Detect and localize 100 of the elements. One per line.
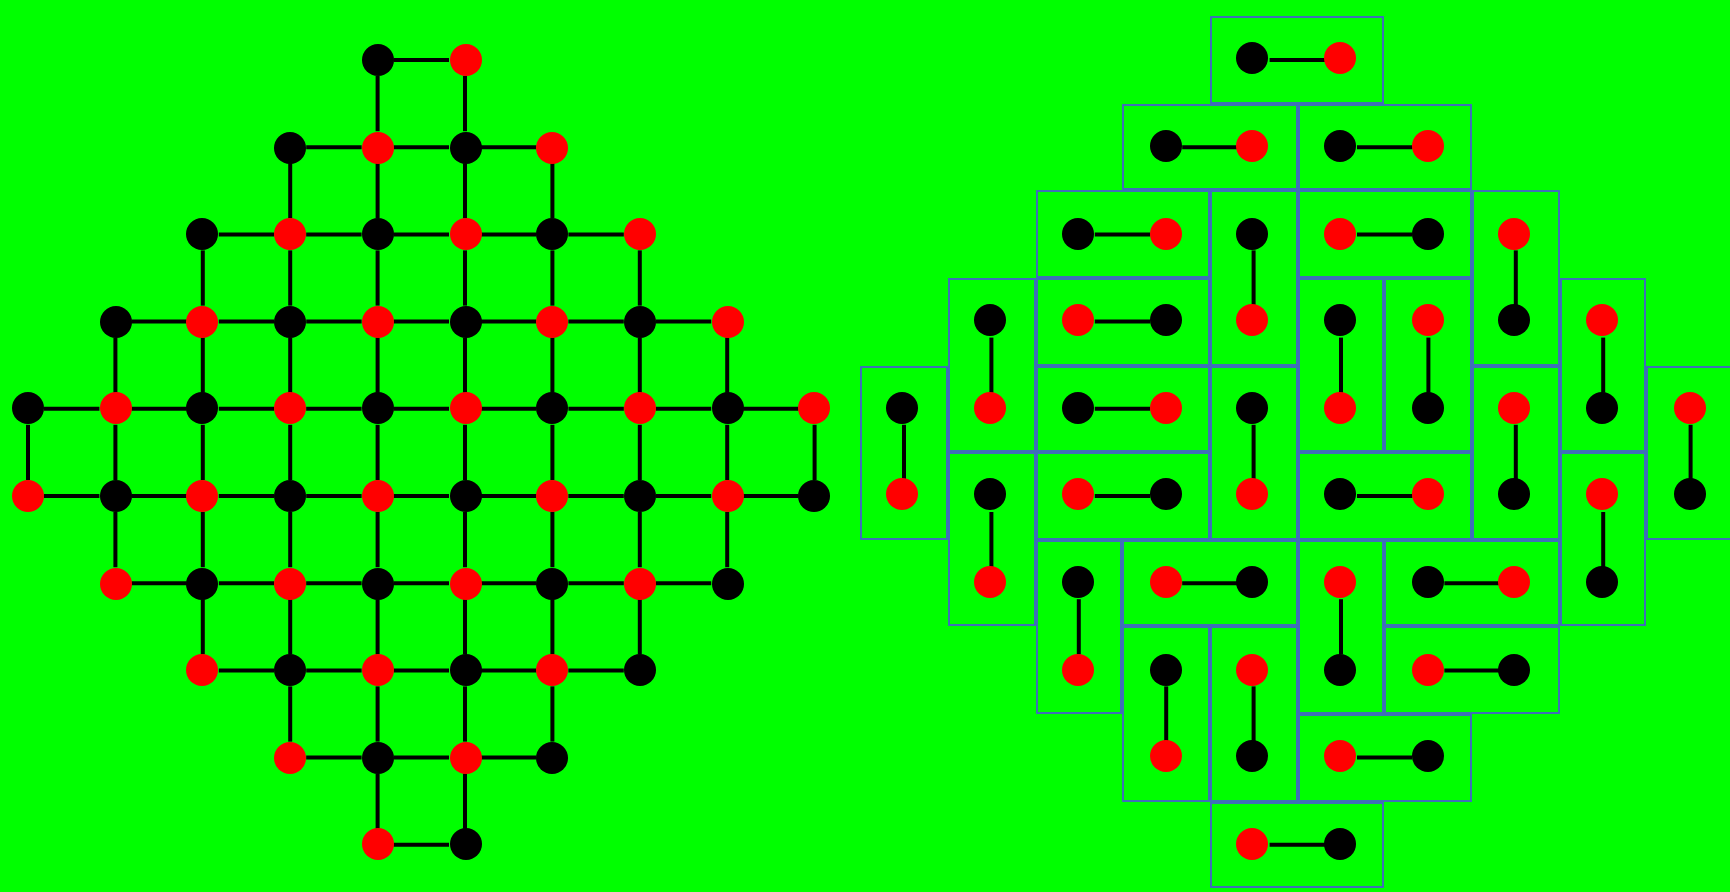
vertex-dot <box>1061 566 1094 599</box>
edge-line <box>1094 232 1151 237</box>
vertex-dot <box>274 741 307 774</box>
edge-line <box>306 581 362 586</box>
edge-line <box>550 512 555 568</box>
edge-line <box>1251 686 1256 742</box>
vertex-dot <box>1149 478 1182 511</box>
vertex-dot <box>1149 304 1182 337</box>
edge-line <box>200 424 205 480</box>
vertex-dot <box>1411 130 1444 163</box>
edge-line <box>218 406 275 411</box>
edge-line <box>288 337 293 393</box>
edge-line <box>989 337 994 393</box>
edge-line <box>200 512 205 568</box>
edge-line <box>463 773 467 829</box>
vertex-dot <box>274 218 307 251</box>
vertex-dot <box>1323 391 1356 424</box>
vertex-dot <box>1411 566 1444 599</box>
edge-line <box>1513 424 1518 480</box>
vertex-dot <box>1323 304 1356 337</box>
edge-line <box>1094 406 1151 411</box>
edge-line <box>812 424 817 480</box>
edge-line <box>568 232 624 237</box>
edge-line <box>306 232 362 237</box>
vertex-dot <box>1586 304 1619 337</box>
vertex-dot <box>361 131 394 164</box>
vertex-dot <box>1411 478 1444 511</box>
edge-line <box>113 512 118 568</box>
edge-line <box>550 250 555 306</box>
edge-line <box>375 599 380 655</box>
edge-line <box>550 163 555 219</box>
vertex-dot <box>99 567 132 600</box>
edge-line <box>218 581 275 586</box>
vertex-dot <box>361 828 394 861</box>
edge-line <box>743 494 799 498</box>
vertex-dot <box>1236 130 1269 163</box>
vertex-dot <box>1323 217 1356 250</box>
vertex-dot <box>1236 391 1269 424</box>
vertex-dot <box>623 392 656 425</box>
edge-line <box>200 337 205 393</box>
vertex-dot <box>1323 566 1356 599</box>
vertex-dot <box>1323 827 1356 860</box>
edge-line <box>288 250 293 306</box>
vertex-dot <box>12 480 44 512</box>
edge-line <box>288 512 293 568</box>
edge-line <box>1601 512 1606 568</box>
edge-line <box>463 250 467 306</box>
domino-box <box>1384 626 1560 714</box>
domino-box <box>947 452 1036 627</box>
edge-line <box>26 424 30 480</box>
domino-box <box>1035 278 1210 366</box>
vertex-dot <box>361 218 394 251</box>
vertex-dot <box>1061 478 1094 511</box>
edge-line <box>306 494 362 498</box>
vertex-dot <box>1498 304 1531 337</box>
edge-line <box>306 668 362 673</box>
vertex-dot <box>99 480 132 512</box>
domino-box <box>1122 103 1298 191</box>
edge-line <box>1094 494 1151 498</box>
edge-line <box>550 686 555 742</box>
vertex-dot <box>449 480 481 512</box>
edge-line <box>1688 424 1693 480</box>
edge-line <box>1339 599 1343 655</box>
vertex-dot <box>186 480 219 512</box>
edge-line <box>902 424 906 480</box>
vertex-dot <box>1411 304 1444 337</box>
edge-line <box>393 581 449 586</box>
edge-line <box>288 163 293 219</box>
edge-line <box>306 406 362 411</box>
vertex-dot <box>886 391 919 424</box>
edge-line <box>725 337 730 393</box>
edge-line <box>481 755 537 760</box>
edge-line <box>1444 581 1500 586</box>
vertex-dot <box>361 305 394 338</box>
edge-line <box>113 337 118 393</box>
edge-line <box>481 668 537 673</box>
domino-box <box>1472 365 1560 540</box>
edge-line <box>306 319 362 324</box>
edge-line <box>568 319 624 324</box>
edge-line <box>637 599 642 655</box>
edge-line <box>375 686 380 742</box>
vertex-dot <box>449 567 481 600</box>
vertex-dot <box>1673 391 1706 424</box>
domino-box <box>1384 539 1560 627</box>
domino-box <box>1035 365 1210 453</box>
edge-line <box>306 145 362 150</box>
vertex-dot <box>1149 130 1182 163</box>
vertex-dot <box>1061 653 1094 686</box>
edge-line <box>1357 494 1413 498</box>
vertex-dot <box>186 218 219 251</box>
edge-line <box>393 755 449 760</box>
vertex-dot <box>1586 566 1619 599</box>
edge-line <box>463 163 467 219</box>
vertex-dot <box>886 478 919 511</box>
edge-line <box>637 512 642 568</box>
edge-line <box>218 668 275 673</box>
vertex-dot <box>1149 217 1182 250</box>
vertex-dot <box>974 391 1007 424</box>
domino-box <box>1209 16 1385 104</box>
edge-line <box>375 163 380 219</box>
